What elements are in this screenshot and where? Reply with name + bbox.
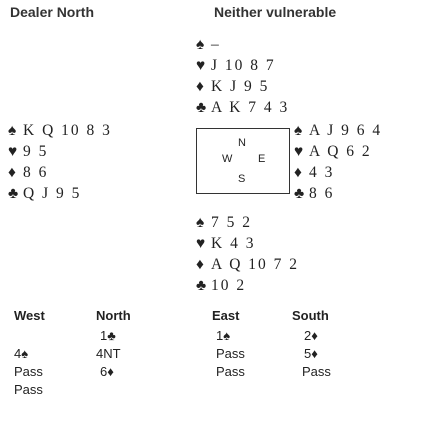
diamond-icon: ♦ (8, 164, 16, 181)
heart-icon: ♥ (294, 143, 304, 160)
compass-north: N (238, 137, 246, 149)
dealer-label: Dealer North (10, 4, 95, 20)
compass-west: W (222, 153, 233, 165)
compass-east: E (258, 153, 266, 165)
north-diamonds: ♦K J 9 5 (196, 78, 270, 95)
diamond-icon: ♦ (294, 164, 302, 181)
auction-call: Pass (14, 364, 43, 379)
diamond-icon: ♦ (196, 256, 204, 273)
auction-call: 1♠ (216, 328, 231, 343)
south-hand: ♠7 5 2 ♥K 4 3 ♦A Q 10 7 2 ♣10 2 (196, 212, 299, 296)
club-icon: ♣ (196, 99, 207, 116)
east-diamonds: ♦4 3 (294, 164, 335, 181)
auction-header-west: West (14, 308, 45, 323)
club-icon: ♣ (294, 185, 305, 202)
heart-icon: ♥ (196, 57, 206, 74)
south-clubs: ♣10 2 (196, 277, 247, 294)
south-hearts: ♥K 4 3 (196, 235, 256, 252)
auction-call: Pass (216, 346, 245, 361)
north-spades: ♠– (196, 36, 221, 53)
auction-call: 1♣ (100, 328, 116, 343)
spade-icon: ♠ (196, 214, 205, 231)
east-hearts: ♥A Q 6 2 (294, 143, 372, 160)
auction-call: 2♦ (304, 328, 318, 343)
club-icon: ♣ (8, 185, 19, 202)
auction-header-south: South (292, 308, 329, 323)
east-hand: ♠A J 9 6 4 ♥A Q 6 2 ♦4 3 ♣8 6 (294, 120, 382, 204)
west-hearts: ♥9 5 (8, 143, 49, 160)
heart-icon: ♥ (8, 143, 18, 160)
auction-call: Pass (216, 364, 245, 379)
compass-box: N W E S (196, 128, 290, 194)
compass-south: S (238, 173, 246, 185)
auction-call: 6♦ (100, 364, 114, 379)
south-spades: ♠7 5 2 (196, 214, 252, 231)
north-hearts: ♥J 10 8 7 (196, 57, 276, 74)
west-spades: ♠K Q 10 8 3 (8, 122, 112, 139)
spade-icon: ♠ (196, 36, 205, 53)
auction-call: 4♠ (14, 346, 29, 361)
auction-header-east: East (212, 308, 240, 323)
auction-call: Pass (14, 382, 43, 397)
vulnerability-label: Neither vulnerable (214, 4, 337, 20)
auction-call: 5♦ (304, 346, 318, 361)
spade-icon: ♠ (294, 122, 303, 139)
north-clubs: ♣A K 7 4 3 (196, 99, 290, 116)
auction-call: 4NT (96, 346, 121, 361)
spade-icon: ♠ (8, 122, 17, 139)
auction-call: Pass (302, 364, 331, 379)
east-clubs: ♣8 6 (294, 185, 335, 202)
auction-header-north: North (96, 308, 131, 323)
east-spades: ♠A J 9 6 4 (294, 122, 383, 139)
club-icon: ♣ (196, 277, 207, 294)
diamond-icon: ♦ (196, 78, 204, 95)
west-hand: ♠K Q 10 8 3 ♥9 5 ♦8 6 ♣Q J 9 5 (8, 120, 112, 204)
west-diamonds: ♦8 6 (8, 164, 49, 181)
north-hand: ♠– ♥J 10 8 7 ♦K J 9 5 ♣A K 7 4 3 (196, 34, 289, 118)
heart-icon: ♥ (196, 235, 206, 252)
west-clubs: ♣Q J 9 5 (8, 185, 82, 202)
south-diamonds: ♦A Q 10 7 2 (196, 256, 300, 273)
